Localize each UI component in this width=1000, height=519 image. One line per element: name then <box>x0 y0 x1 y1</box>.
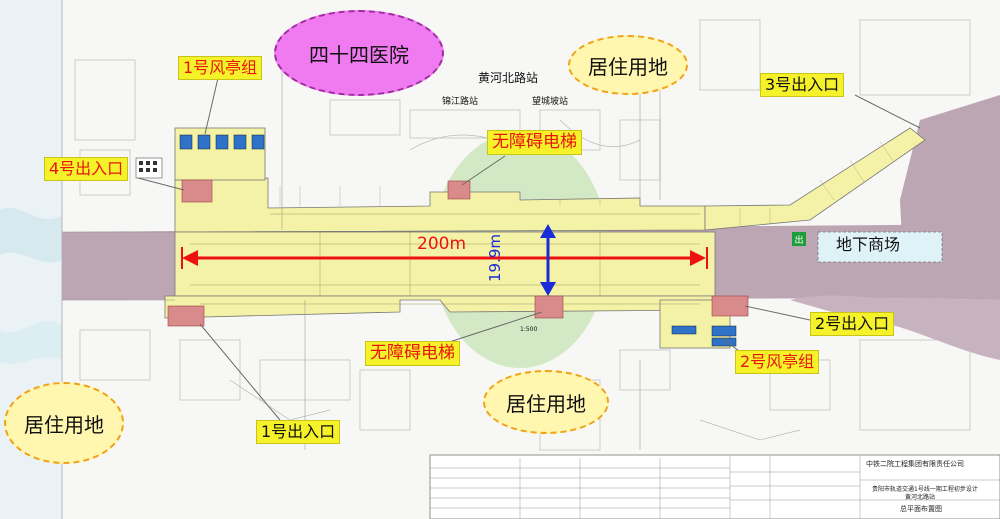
leader-lines <box>137 77 921 421</box>
street-name-right: 望城坡站 <box>532 97 569 107</box>
exit-4-block <box>181 179 213 203</box>
dimension-200m <box>181 247 708 269</box>
legend-table <box>429 454 1000 519</box>
exit-2-callout: 2号出入口 <box>810 312 895 336</box>
scale-label: 1:500 <box>520 326 538 333</box>
title-company: 中铁二院工程集团有限责任公司 <box>866 460 964 468</box>
title-drawing: 总平面布置图 <box>900 505 942 513</box>
fengting-1-shafts <box>179 134 265 150</box>
elevator-top-callout: 无障碍电梯 <box>487 130 582 155</box>
title-project: 贵阳市轨道交通1号线一期工程初步设计 <box>872 486 978 493</box>
residential-label-bottom: 居住用地 <box>506 391 586 416</box>
station-box <box>164 127 926 349</box>
exit-4-callout: 4号出入口 <box>44 157 129 181</box>
exit-1-callout: 1号出入口 <box>256 420 341 444</box>
street-name-left: 锦江路站 <box>442 97 479 107</box>
residential-area-left: 居住用地 <box>4 382 124 464</box>
dimension-19-9m <box>540 224 556 296</box>
fengting-2-callout: 2号风亭组 <box>735 350 820 374</box>
width-label: 19.9m <box>486 233 504 282</box>
station-name: 黄河北路站 <box>478 71 539 85</box>
elevator-top-block <box>447 180 471 200</box>
mall-area <box>817 231 943 263</box>
exit-1-block <box>167 305 205 327</box>
residential-label-top: 居住用地 <box>588 54 668 79</box>
hospital-area: 四十四医院 <box>274 10 444 96</box>
title-station: 黄河北路站 <box>905 494 936 501</box>
fengting-1-callout: 1号风亭组 <box>178 56 263 80</box>
residential-area-bottom: 居住用地 <box>483 370 609 434</box>
exit-2-block <box>711 295 749 317</box>
length-label: 200m <box>417 234 467 254</box>
elevator-bottom-callout: 无障碍电梯 <box>365 341 460 366</box>
elevator-bottom-block <box>534 295 564 319</box>
residential-label-left: 居住用地 <box>24 412 104 437</box>
exit-sign-icon <box>792 232 806 246</box>
fengting-2-shafts <box>671 325 737 347</box>
svg-text:出: 出 <box>794 234 803 246</box>
exit-3-callout: 3号出入口 <box>760 73 845 97</box>
residential-area-top: 居住用地 <box>568 35 688 95</box>
mall-label: 地下商场 <box>836 235 901 254</box>
hospital-label: 四十四医院 <box>309 42 409 67</box>
